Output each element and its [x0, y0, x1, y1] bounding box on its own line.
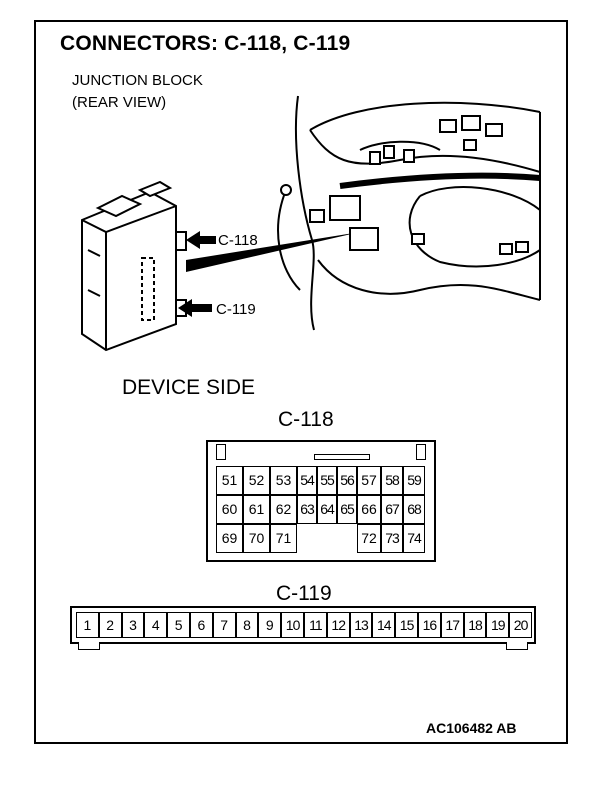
c118-pin: 71: [270, 524, 297, 553]
c119-key-tab: [78, 642, 100, 650]
diagram-frame: [34, 20, 568, 744]
c118-connector-label: C-118: [278, 408, 334, 431]
c118-key-slot: [314, 454, 370, 460]
leader-wedge: [186, 232, 360, 272]
c118-pin: 69: [216, 524, 243, 553]
c118-pin: 68: [403, 495, 425, 524]
c118-pin: 74: [403, 524, 425, 553]
c118-pin: 58: [381, 466, 403, 495]
junction-block-label: JUNCTION BLOCK: [72, 72, 203, 89]
dashboard-details: [280, 115, 529, 255]
dashboard-outline: [277, 95, 541, 331]
reference-code: AC106482 AB: [426, 720, 517, 736]
c119-pin: 15: [395, 612, 418, 638]
c118-pin: 52: [243, 466, 270, 495]
c118-pin: 70: [243, 524, 270, 553]
c119-pin: 16: [418, 612, 441, 638]
c119-pin: 19: [486, 612, 510, 638]
c119-pin: 7: [212, 612, 236, 638]
c119-callout-label: C-119: [216, 301, 256, 318]
c119-pin: 8: [235, 612, 259, 638]
c119-pin: 12: [326, 612, 350, 638]
c119-pin: 4: [144, 612, 168, 638]
device-side-label: DEVICE SIDE: [122, 376, 256, 399]
c118-pin: 57: [357, 466, 381, 495]
rear-view-label: (REAR VIEW): [72, 94, 167, 111]
c118-pin: 67: [381, 495, 403, 524]
page-title: CONNECTORS: C-118, C-119: [60, 32, 351, 55]
c119-pin: 14: [372, 612, 396, 638]
c119-arrow-icon: [178, 299, 212, 317]
c118-pin: 66: [357, 495, 381, 524]
c118-arrow-icon: [186, 231, 216, 249]
c119-pin: 11: [304, 612, 327, 638]
c119-pin: 18: [463, 612, 487, 638]
c119-pin: 10: [281, 612, 304, 638]
c118-pin: 63: [297, 495, 317, 524]
c119-pin: 9: [258, 612, 282, 638]
c119-pin: 13: [349, 612, 373, 638]
c118-pin: 62: [270, 495, 297, 524]
c119-connector-label: C-119: [276, 582, 332, 605]
junction-block-body: [81, 180, 187, 352]
c118-pin: 60: [216, 495, 243, 524]
c118-pin: 65: [337, 495, 357, 524]
c118-pin: 55: [317, 466, 337, 495]
c119-pin: 6: [190, 612, 213, 638]
c118-callout-label: C-118: [218, 232, 258, 249]
harness-wire: [339, 172, 541, 189]
c118-lock-tab: [416, 444, 426, 460]
c118-pin: 54: [297, 466, 317, 495]
c118-pin: 73: [381, 524, 403, 553]
c118-lock-tab: [216, 444, 226, 460]
c118-pin: 51: [216, 466, 243, 495]
c118-pin: 53: [270, 466, 297, 495]
c119-pin: 17: [440, 612, 464, 638]
c119-key-tab: [506, 642, 528, 650]
c119-pin: 1: [76, 612, 99, 638]
c118-pin: 59: [403, 466, 425, 495]
c118-pin: 64: [317, 495, 337, 524]
c119-pin: 5: [167, 612, 190, 638]
c118-pin: 72: [357, 524, 381, 553]
c119-pin: 20: [509, 612, 532, 638]
c119-pin: 2: [98, 612, 122, 638]
c118-pin: 56: [337, 466, 357, 495]
c118-pin: 61: [243, 495, 270, 524]
c119-pin: 3: [121, 612, 145, 638]
